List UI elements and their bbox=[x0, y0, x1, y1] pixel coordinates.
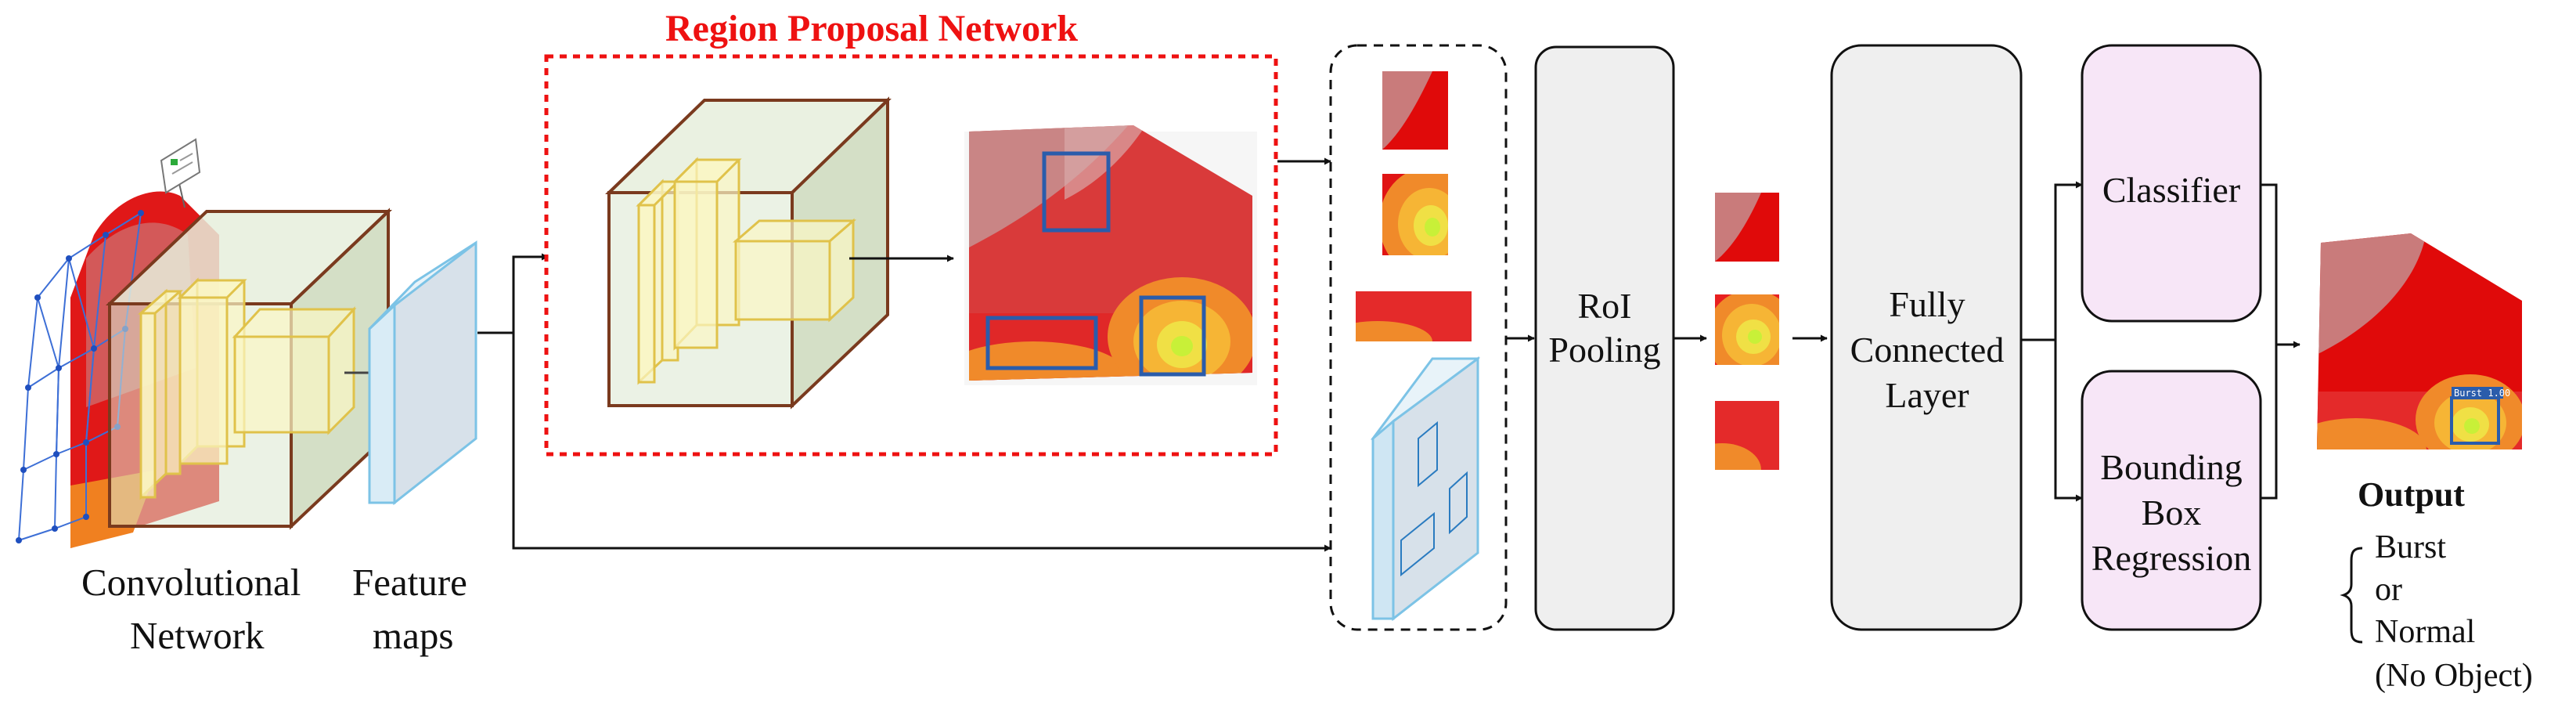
proposal-tile-2 bbox=[1382, 174, 1448, 255]
rpn-dashed-border bbox=[544, 54, 1278, 457]
sensor-tag-icon bbox=[160, 138, 201, 208]
proposal-feature-map bbox=[1371, 356, 1480, 622]
bbox-label-line3: Regression bbox=[2091, 538, 2251, 578]
rpn-filters bbox=[636, 157, 857, 385]
pooled-tile-3 bbox=[1715, 401, 1779, 470]
proposal-tile-3 bbox=[1356, 291, 1472, 341]
detection-label: Burst 1.00 bbox=[2454, 388, 2510, 399]
pooled-tile-1 bbox=[1715, 193, 1779, 262]
fully-connected-layer-box bbox=[1830, 44, 2023, 631]
rpn-proposal-map bbox=[964, 125, 1257, 385]
conv-network-label-line2: Network bbox=[130, 614, 265, 657]
rpn-cube bbox=[605, 96, 954, 410]
classifier-label: Classifier bbox=[2102, 170, 2240, 210]
fc-label-line1: Fully bbox=[1889, 284, 1965, 324]
output-option-or: or bbox=[2375, 572, 2402, 608]
pooled-tile-2 bbox=[1715, 294, 1779, 365]
feature-maps-slab bbox=[368, 240, 477, 506]
rpn-title: Region Proposal Network bbox=[665, 8, 1078, 49]
bbox-label-line1: Bounding bbox=[2100, 447, 2242, 487]
connector-heads-to-output bbox=[2261, 183, 2300, 500]
output-brace-icon bbox=[2340, 547, 2363, 644]
connector-feature-to-rpn bbox=[477, 253, 1331, 552]
fc-label-line3: Layer bbox=[1885, 375, 1969, 415]
conv-filters bbox=[138, 277, 357, 500]
output-option-no-object: (No Object) bbox=[2375, 658, 2533, 694]
roi-pooling-label-line1: RoI bbox=[1578, 286, 1632, 326]
output-title: Output bbox=[2358, 475, 2465, 514]
output-heatmap: Burst 1.00 bbox=[2317, 233, 2522, 449]
detection-label-bg bbox=[2452, 387, 2503, 399]
fc-label-line2: Connected bbox=[1850, 330, 2005, 370]
conv-network-label-line1: Convolutional bbox=[81, 561, 301, 604]
bounding-box-regression-box bbox=[2081, 370, 2262, 631]
bbox-label-line2: Box bbox=[2142, 493, 2202, 533]
output-option-burst: Burst bbox=[2375, 529, 2446, 565]
classifier-box bbox=[2081, 44, 2262, 323]
feature-maps-label-line1: Feature bbox=[352, 561, 467, 604]
connector-fc-to-heads bbox=[2021, 181, 2083, 502]
proposal-box-2 bbox=[985, 316, 1098, 370]
output-option-normal: Normal bbox=[2375, 614, 2475, 650]
feature-maps-label-line2: maps bbox=[373, 614, 453, 657]
conv-cube bbox=[105, 208, 431, 530]
proposal-tile-1 bbox=[1382, 71, 1448, 150]
proposal-box-3 bbox=[1139, 295, 1206, 377]
roi-pooling-label-line2: Pooling bbox=[1548, 330, 1660, 370]
proposal-box-1 bbox=[1042, 151, 1111, 233]
